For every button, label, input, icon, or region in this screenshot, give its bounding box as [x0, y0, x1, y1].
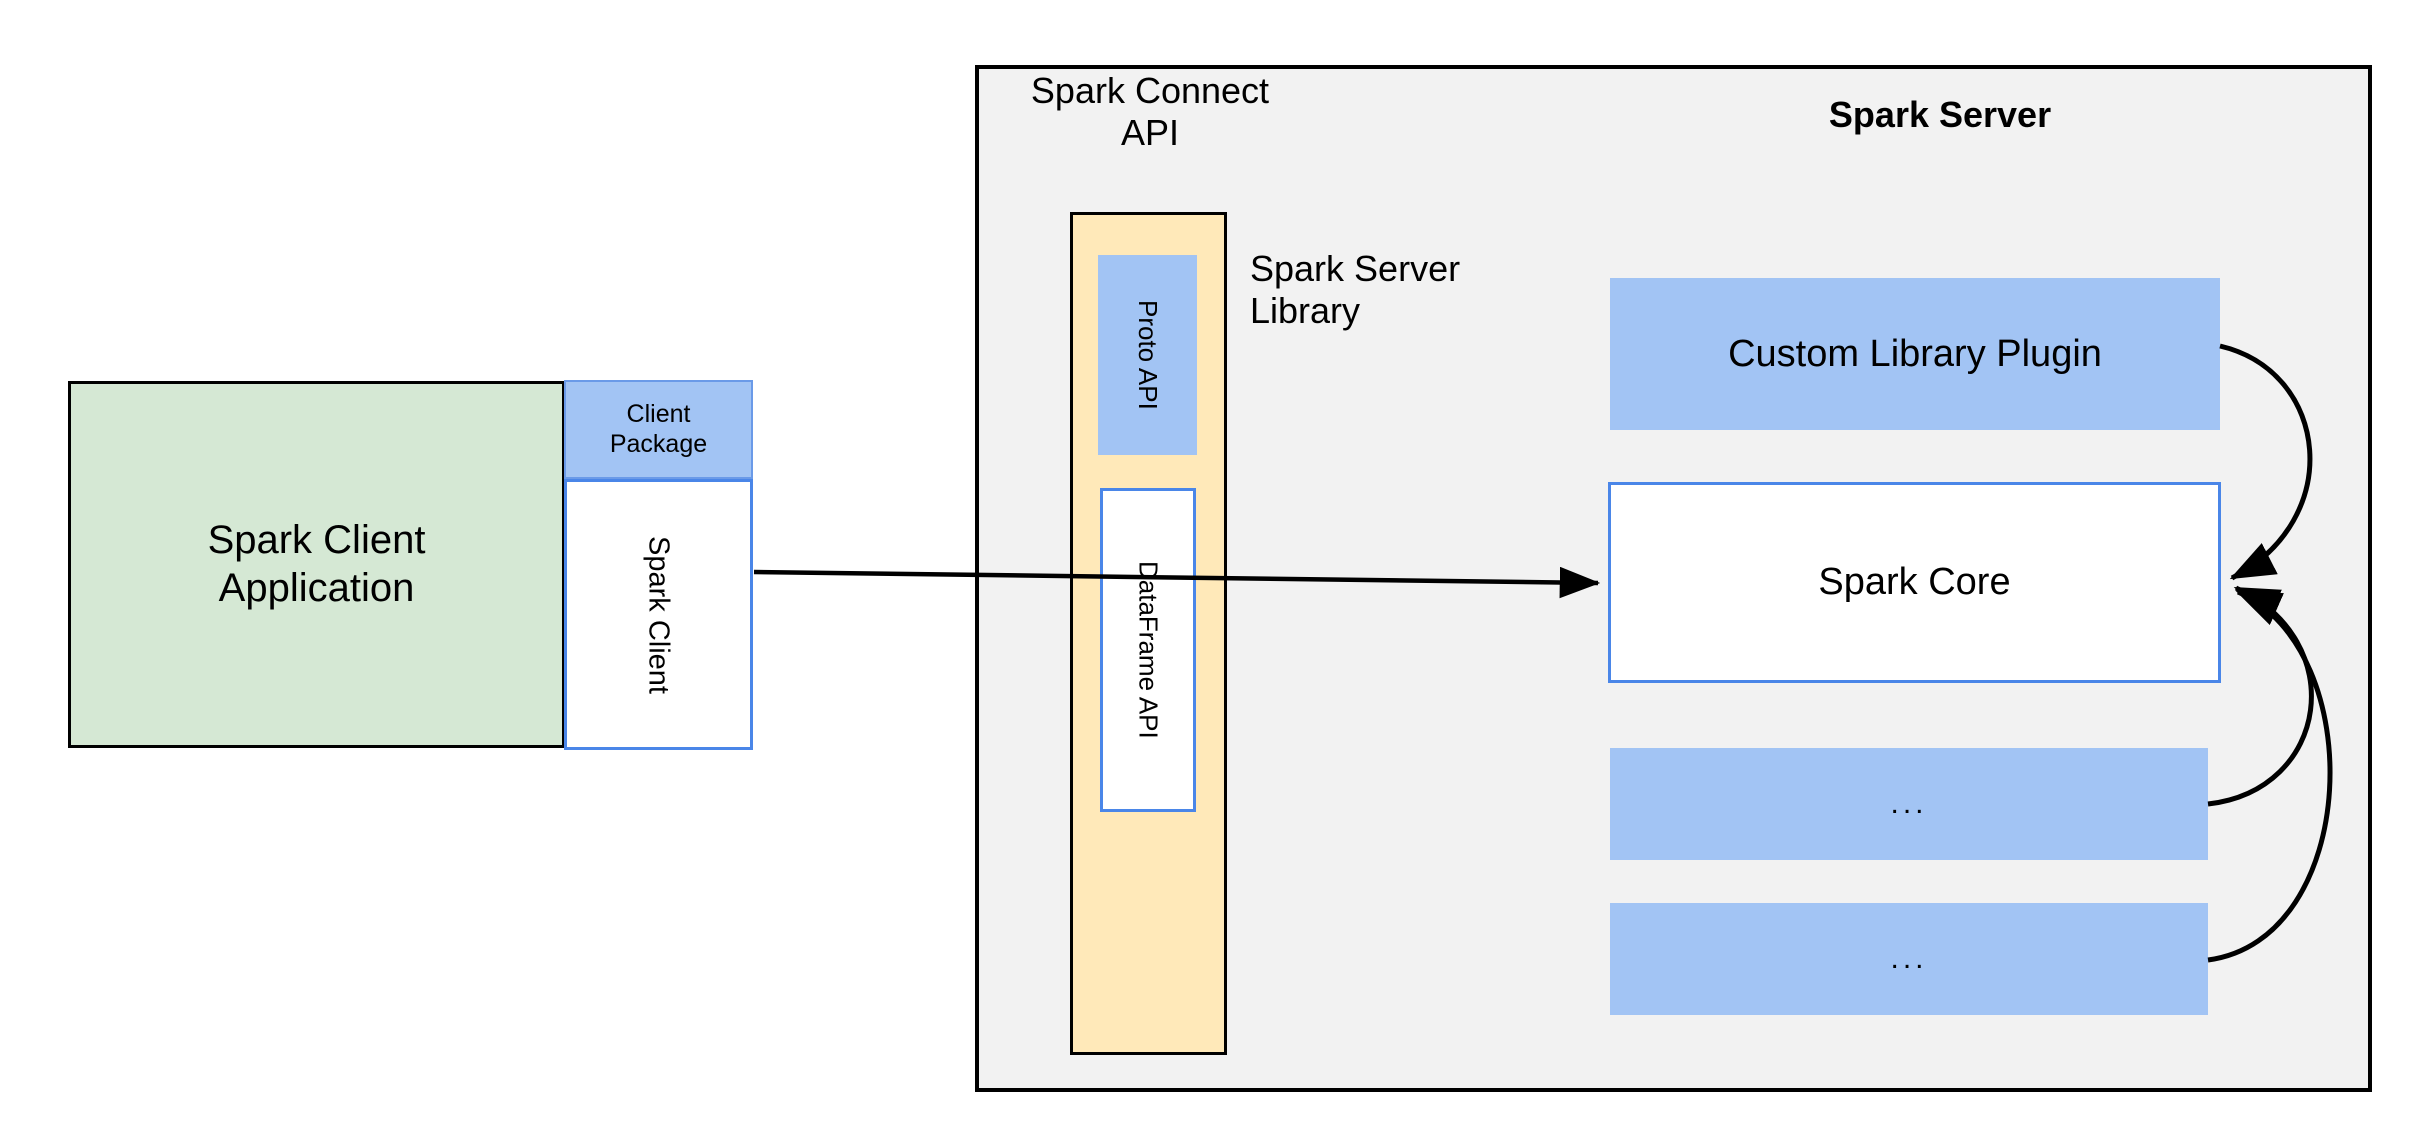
spark-client-label: Spark Client: [642, 535, 675, 694]
dataframe-api-label: DataFrame API: [1133, 561, 1164, 739]
spark-client-box[interactable]: Spark Client: [564, 479, 753, 750]
spark-client-application-label-line1: Spark Client: [207, 518, 426, 563]
spark-server-library-label-line2: Library: [1250, 290, 1361, 332]
spark-client-application-box[interactable]: Spark Client Application: [68, 381, 565, 748]
spark-connect-api-label-line2: API: [1120, 112, 1180, 154]
proto-api-box[interactable]: Proto API: [1098, 255, 1197, 455]
spark-server-library-label-line1: Spark Server: [1250, 248, 1461, 289]
dataframe-api-box[interactable]: DataFrame API: [1100, 488, 1196, 812]
spark-connect-api-label-line1: Spark Connect: [1030, 70, 1270, 111]
client-package-box[interactable]: Client Package: [564, 380, 753, 479]
custom-library-plugin-box[interactable]: Custom Library Plugin: [1610, 278, 2220, 430]
proto-api-label: Proto API: [1132, 300, 1163, 410]
spark-connect-api-label: Spark Connect API: [1005, 70, 1295, 166]
module-ellipsis-box-1[interactable]: ...: [1610, 748, 2208, 860]
spark-server-library-label: Spark Server Library: [1250, 248, 1560, 348]
spark-core-box[interactable]: Spark Core: [1608, 482, 2221, 683]
client-package-label-line2: Package: [609, 429, 708, 458]
client-package-label-line1: Client: [626, 400, 691, 428]
spark-client-application-label-line2: Application: [218, 565, 415, 610]
module-ellipsis-box-2[interactable]: ...: [1610, 903, 2208, 1015]
spark-server-title: Spark Server: [1828, 93, 2052, 135]
